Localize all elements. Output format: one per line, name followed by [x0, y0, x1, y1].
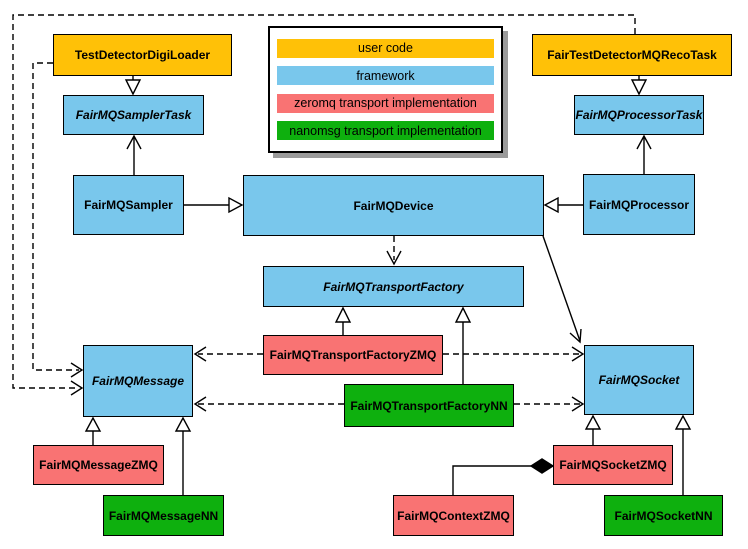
edge-sampler-uses-samplertask — [126, 134, 142, 175]
node-fairmqtransportfactorynn: FairMQTransportFactoryNN — [344, 384, 514, 427]
legend-item-nanomsg: nanomsg transport implementation — [277, 121, 494, 141]
node-fairmqdevice: FairMQDevice — [243, 175, 544, 236]
node-fairmqsampler: FairMQSampler — [73, 175, 184, 235]
edge-socketzmq-inherits-socket — [584, 414, 602, 445]
edge-socketnn-inherits-socket — [674, 414, 692, 495]
node-fairmqtransportfactoryzmq: FairMQTransportFactoryZMQ — [263, 335, 443, 375]
node-fairmqprocessor: FairMQProcessor — [583, 174, 695, 235]
edge-sampler-inherits-device — [184, 196, 244, 214]
edge-factorynn-depends-socket — [514, 396, 585, 412]
edge-factorynn-inherits-factory — [454, 306, 472, 384]
legend: user code framework zeromq transport imp… — [268, 26, 503, 153]
edge-factorynn-depends-message — [193, 396, 344, 412]
edge-messagezmq-inherits-message — [84, 416, 102, 445]
edge-messagenn-inherits-message — [174, 416, 192, 495]
legend-item-user-code: user code — [277, 38, 494, 58]
node-fairmqtransportfactory: FairMQTransportFactory — [263, 266, 524, 307]
edge-factoryzmq-depends-socket — [443, 346, 585, 362]
node-fairmqcontextzmq: FairMQContextZMQ — [393, 495, 514, 536]
edge-factoryzmq-inherits-factory — [334, 306, 352, 335]
node-fairmqprocessortask: FairMQProcessorTask — [574, 95, 704, 135]
node-testdetectordigiloader: TestDetectorDigiLoader — [53, 34, 232, 76]
node-fairmqmessagezmq: FairMQMessageZMQ — [33, 445, 164, 485]
edge-recotask-inherits-processortask — [630, 76, 648, 96]
edge-digiloader-depends-message — [32, 62, 84, 378]
edge-digiloader-inherits-samplertask — [124, 76, 142, 96]
edge-device-depends-transportfactory — [386, 236, 402, 266]
node-fairmqsocketzmq: FairMQSocketZMQ — [553, 445, 673, 485]
node-fairmqsamplertask: FairMQSamplerTask — [63, 95, 204, 135]
legend-item-framework: framework — [277, 66, 494, 86]
legend-item-zeromq: zeromq transport implementation — [277, 93, 494, 113]
edge-recotask-depends-message — [12, 14, 636, 396]
edge-socketzmq-composes-contextzmq — [452, 458, 555, 495]
edge-processor-uses-processortask — [636, 134, 652, 174]
node-fairmqmessage: FairMQMessage — [83, 345, 193, 417]
node-fairmqmessagenn: FairMQMessageNN — [103, 495, 224, 536]
edge-processor-inherits-device — [543, 196, 583, 214]
edge-factoryzmq-depends-message — [193, 346, 263, 362]
node-fairmqsocketnn: FairMQSocketNN — [604, 495, 723, 536]
node-fairmqsocket: FairMQSocket — [584, 345, 694, 415]
edge-device-uses-socket — [542, 235, 582, 344]
node-fairtestdetectormqrecotask: FairTestDetectorMQRecoTask — [532, 34, 732, 76]
